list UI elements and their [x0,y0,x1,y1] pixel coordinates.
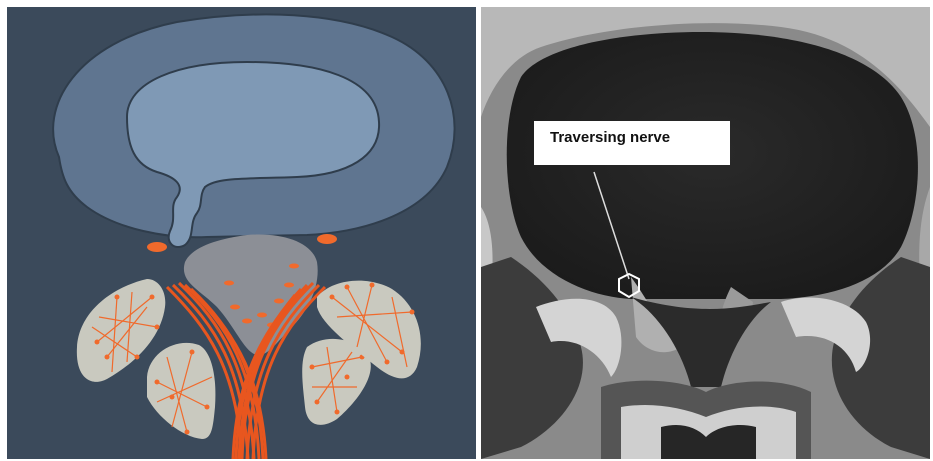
right-ligament-dot [317,234,337,244]
mri-image [481,7,930,459]
spine-illustration [7,7,476,459]
spine-illustration-panel [7,7,476,459]
mri-disc [507,32,918,299]
mri-image-panel [481,7,930,459]
traversing-nerve-label: Traversing nerve [534,121,730,165]
left-ligament-dot [147,242,167,252]
left-inner-facet [147,343,215,439]
